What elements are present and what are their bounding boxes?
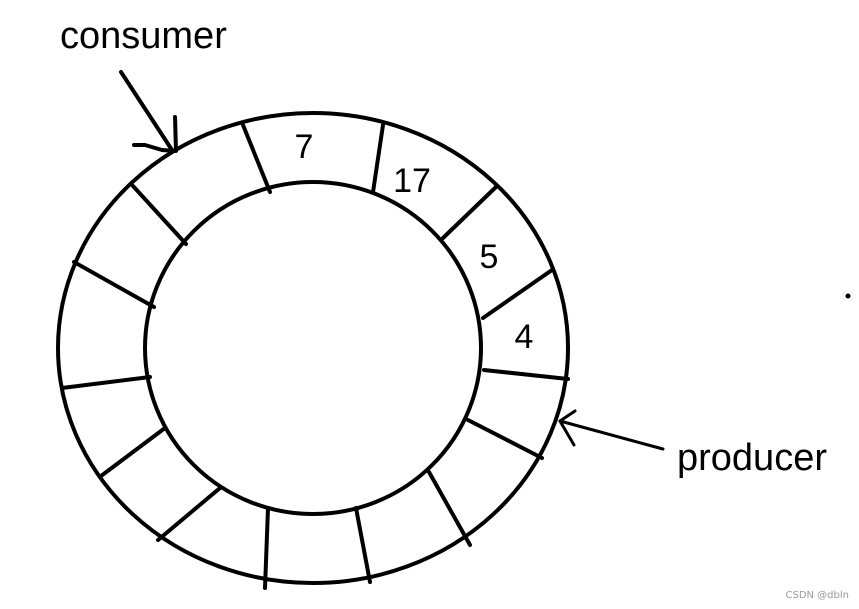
slot-divider bbox=[99, 426, 167, 478]
watermark: CSDN @dbln bbox=[785, 590, 849, 601]
producer-arrow bbox=[558, 409, 665, 451]
consumer-arrow bbox=[119, 70, 178, 153]
ring-outer-circle bbox=[56, 111, 570, 585]
consumer-arrow-shaft bbox=[119, 70, 174, 152]
slot-divider bbox=[156, 486, 222, 542]
slot-divider bbox=[466, 418, 544, 460]
producer-label: producer bbox=[677, 437, 827, 479]
slot-divider bbox=[354, 506, 372, 584]
consumer-label: consumer bbox=[60, 15, 227, 57]
stray-dot bbox=[845, 293, 851, 299]
slot-divider bbox=[131, 184, 188, 246]
slot-value: 7 bbox=[295, 128, 314, 166]
slot-divider bbox=[482, 368, 570, 381]
slot-divider bbox=[72, 260, 156, 309]
slot-dividers bbox=[60, 123, 570, 590]
consumer-arrowhead bbox=[132, 115, 178, 153]
slot-divider bbox=[60, 375, 152, 390]
slot-divider bbox=[241, 123, 272, 194]
slot-divider bbox=[441, 184, 499, 240]
slot-divider bbox=[481, 268, 554, 320]
producer-arrow-shaft bbox=[558, 419, 665, 451]
ring-inner-circle bbox=[143, 180, 483, 516]
producer-arrowhead bbox=[558, 409, 577, 447]
slot-value: 4 bbox=[515, 318, 534, 356]
slot-divider bbox=[427, 470, 472, 547]
slot-value: 17 bbox=[393, 162, 431, 200]
slot-divider bbox=[371, 123, 385, 194]
slot-value: 5 bbox=[480, 238, 499, 276]
slot-divider bbox=[263, 506, 270, 590]
